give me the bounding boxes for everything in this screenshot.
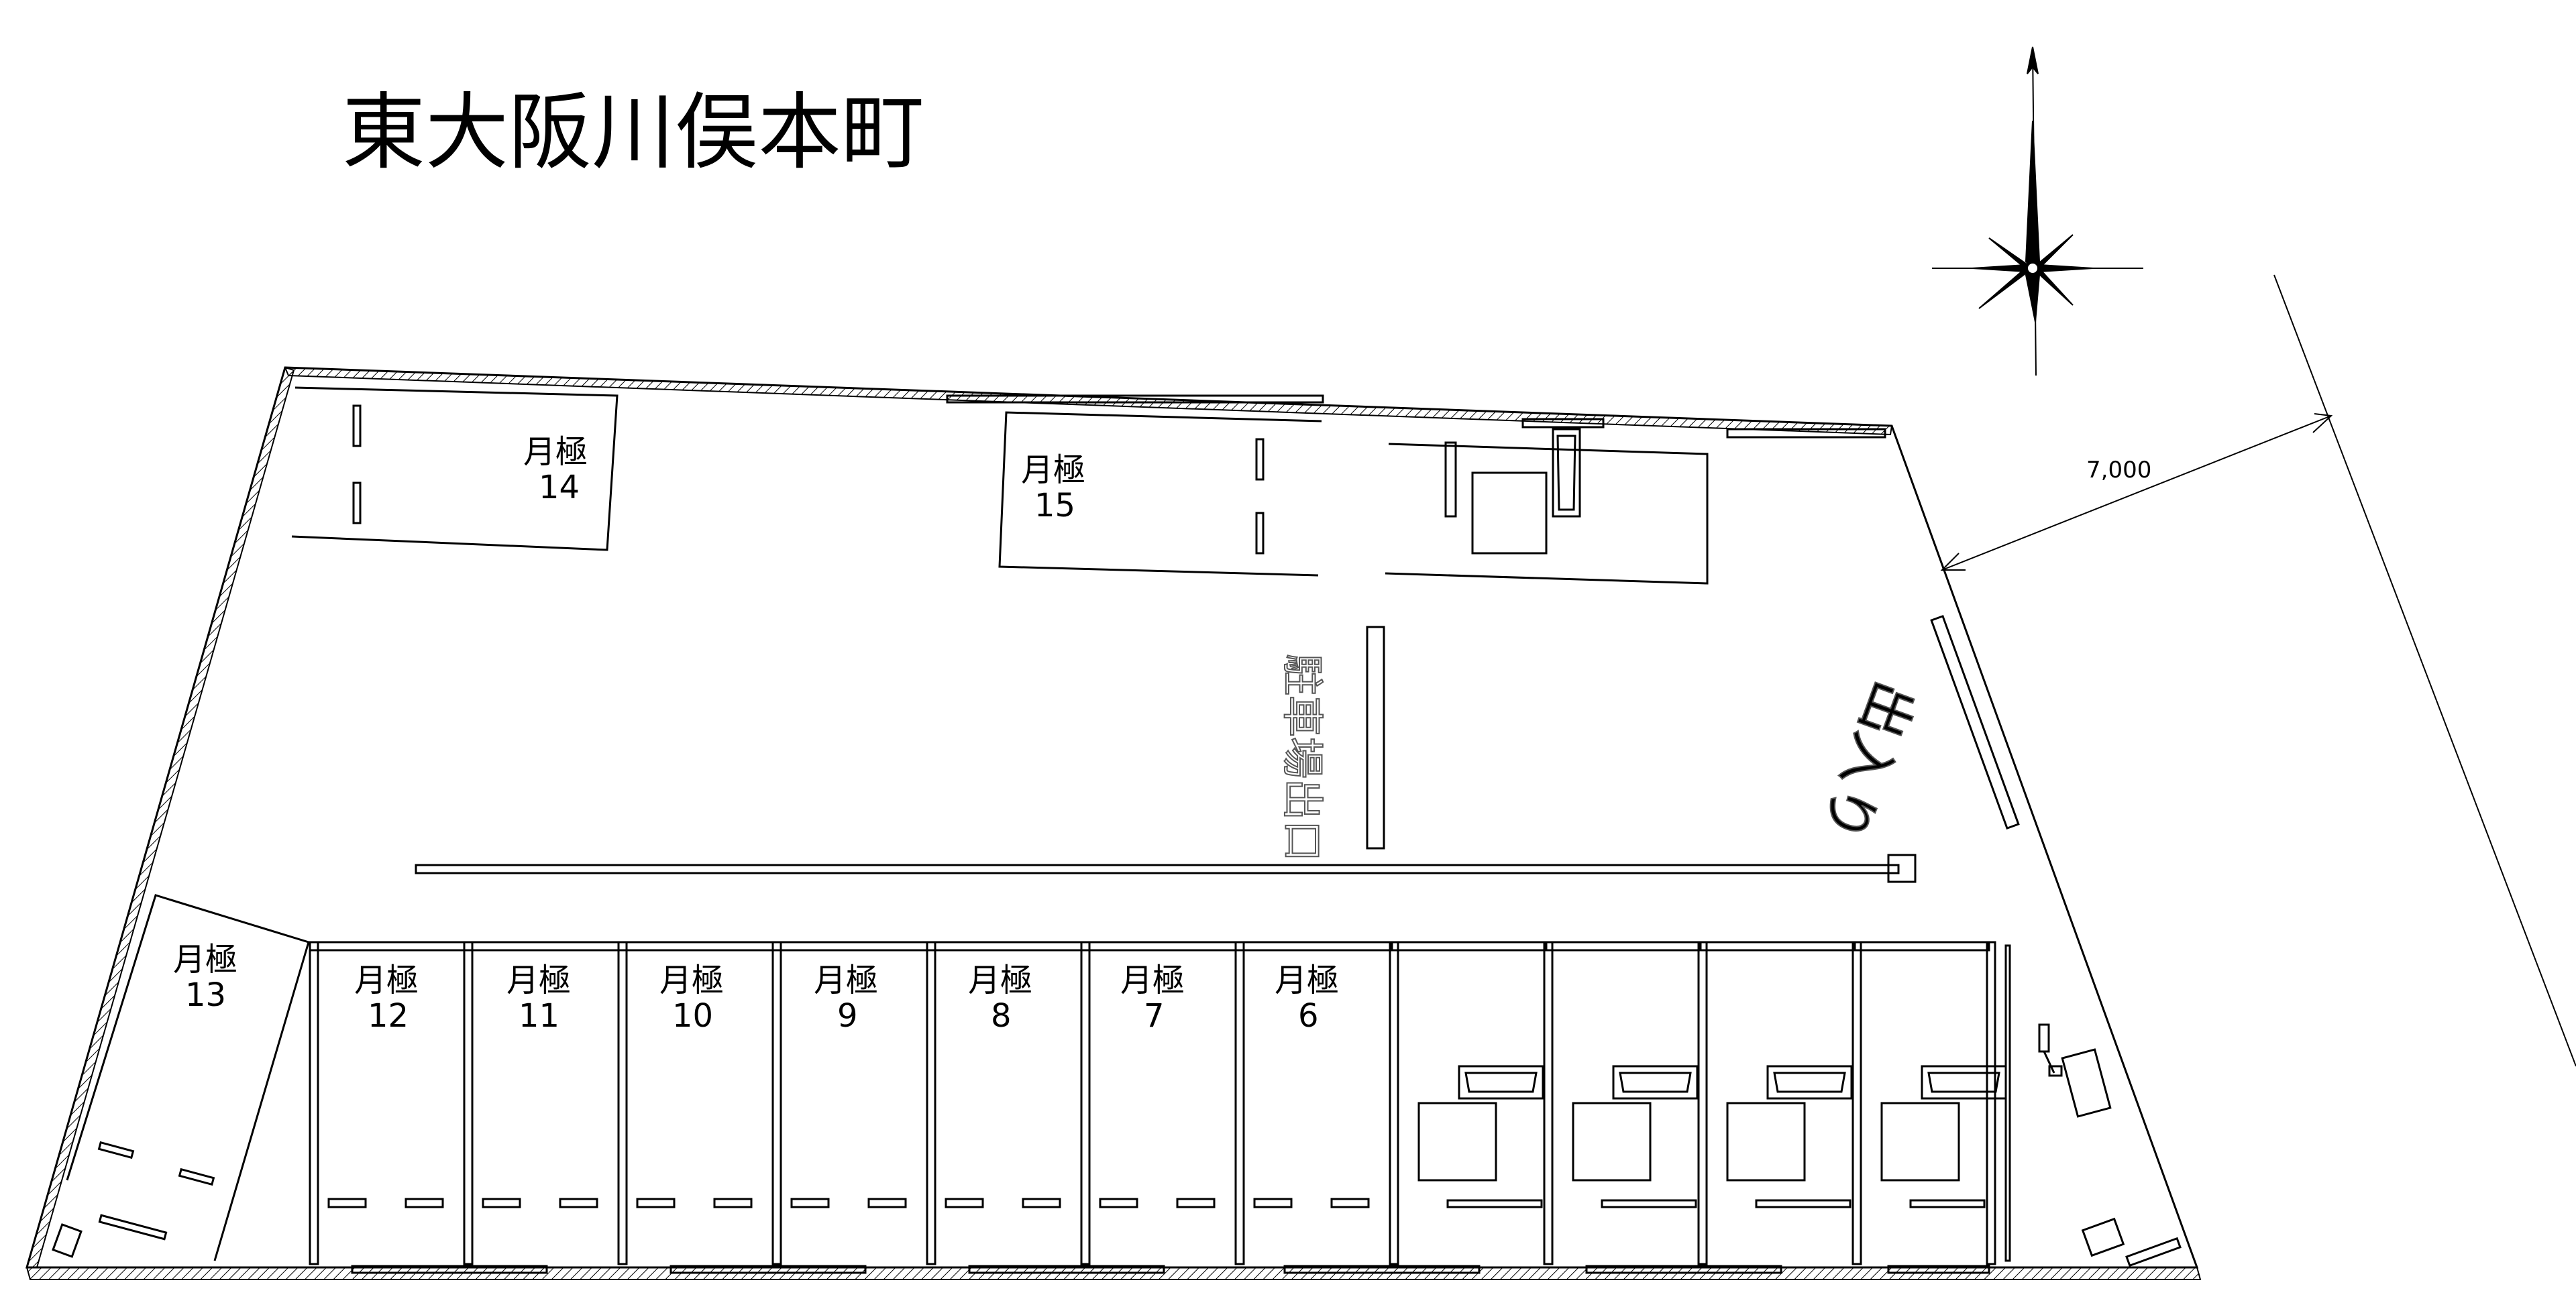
stall-11-label: 月極 [506,962,571,999]
stall-14-label: 月極 [523,433,588,471]
stall-11-number: 11 [519,997,559,1035]
page-title: 東大阪川俣本町 [342,84,924,181]
road-width-dimension [1940,413,2333,571]
bottom-stalls-occupied [1391,941,2011,1265]
bicycle-parking-icon [2038,1023,2182,1267]
entrance-curb [1930,614,2020,830]
bottom-stalls-numbered [309,941,1990,1274]
stall-8-label: 月極 [968,962,1032,999]
stall-6-number: 6 [1298,997,1319,1035]
adjacent-road-line [2273,274,2576,1067]
stall-7-label: 月極 [1120,962,1185,999]
aisle-divider [1366,626,1385,850]
stall-14 [291,386,619,551]
parked-car-top [946,394,1886,585]
stall-7-number: 7 [1144,997,1165,1035]
aisle-end-post [1887,854,1917,883]
stall-15-number: 15 [1034,487,1075,524]
stall-8-number: 8 [991,997,1012,1035]
compass-rose-north-icon [1932,46,2143,376]
stall-9-label: 月極 [814,962,878,999]
stall-10-number: 10 [672,997,713,1035]
stall-13-number: 13 [185,976,226,1014]
stall-6-label: 月極 [1275,962,1339,999]
stall-10-label: 月極 [659,962,724,999]
stall-15 [998,411,1322,577]
stall-13 [52,894,310,1261]
stall-12-number: 12 [368,997,409,1035]
dimension-label: 7,000 [2086,457,2151,483]
stall-13-label: 月極 [173,941,237,978]
road-marking-text: 出入り [1809,673,1925,850]
lot-boundary [25,366,2202,1280]
aisle-line [415,864,1900,874]
stall-15-label: 月極 [1021,451,1085,489]
aisle-text: 駐車場出口 [1278,654,1327,862]
stall-12-label: 月極 [354,962,419,999]
stall-9-number: 9 [837,997,858,1035]
stall-14-number: 14 [539,469,580,506]
